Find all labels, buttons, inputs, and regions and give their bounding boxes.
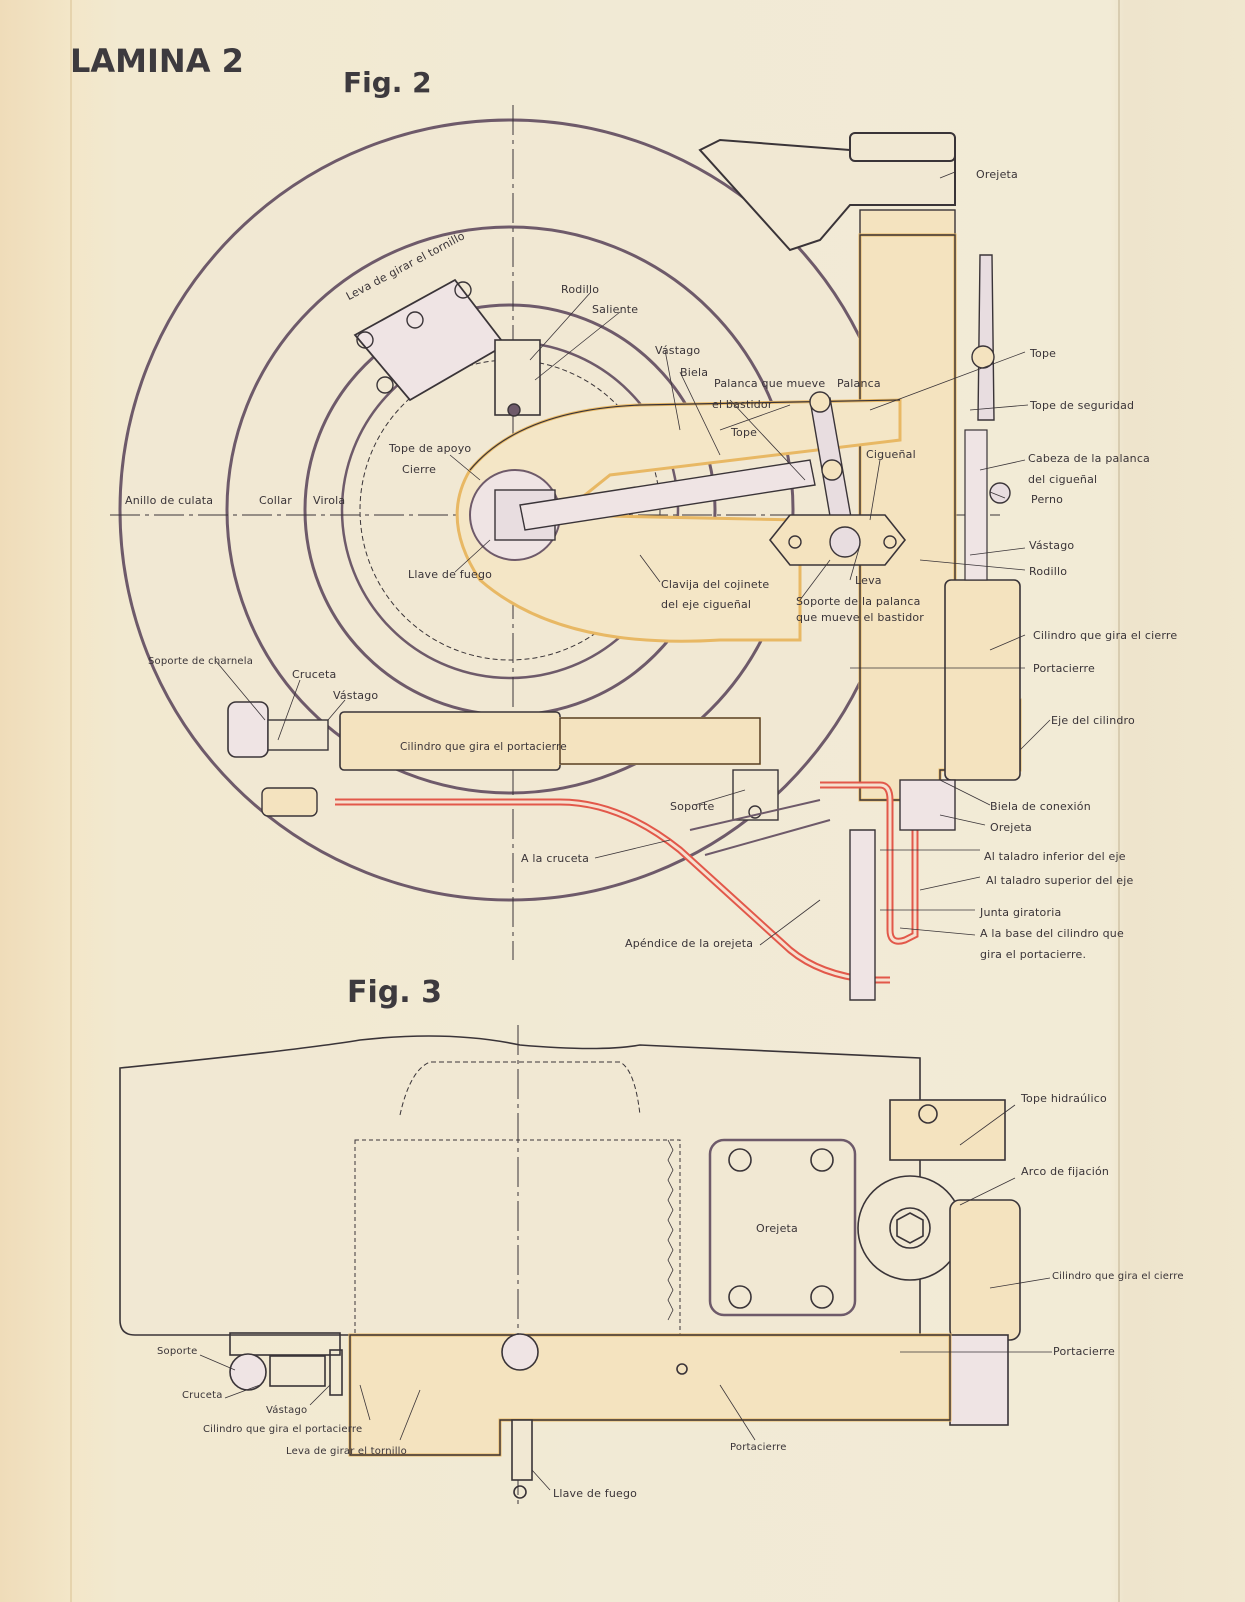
label-orejeta-fig3: Orejeta	[756, 1222, 798, 1235]
label-eje-cilindro: Eje del cilindro	[1051, 714, 1135, 727]
cilindro-cierre-fig3	[949, 1199, 1021, 1341]
cruceta-fig3	[269, 1355, 326, 1387]
label-cilindro-portacierre: Cilindro que gira el portacierre	[400, 741, 567, 753]
label-orejeta-low: Orejeta	[990, 821, 1032, 834]
label-cilindro-cierre: Cilindro que gira el cierre	[1033, 629, 1178, 642]
plate-title: LAMINA 2	[70, 42, 244, 80]
orejeta-plate	[708, 1138, 857, 1317]
label-soporte-charnela: Soporte de charnela	[148, 656, 254, 667]
label-cabeza-2: del cigueñal	[1028, 473, 1098, 486]
label-arco-fijacion: Arco de fijación	[1021, 1165, 1110, 1178]
orejeta-bracket	[698, 138, 956, 252]
label-biela-conexion: Biela de conexión	[990, 800, 1091, 813]
label-taladro-superior: Al taladro superior del eje	[986, 874, 1134, 887]
label-soporte-palanca-1: Soporte de la palanca	[796, 595, 921, 608]
label-el-bastidor: el bastidor	[712, 398, 773, 411]
label-saliente: Saliente	[592, 303, 639, 316]
label-tope-hidraulico: Tope hidraúlico	[1021, 1092, 1107, 1105]
label-tope-apoyo: Tope de apoyo	[389, 442, 472, 455]
tope-hidraulico-block	[889, 1099, 1006, 1161]
label-clavija-2: del eje cigueñal	[661, 598, 752, 611]
label-soporte: Soporte	[670, 800, 715, 813]
label-clavija-1: Clavija del cojinete	[661, 578, 770, 591]
label-tope-right: Tope	[1030, 347, 1057, 360]
label-cruceta: Cruceta	[292, 668, 337, 681]
biela-rod	[519, 459, 816, 531]
label-anillo-culata: Anillo de culata	[125, 494, 214, 507]
label-perno: Perno	[1031, 493, 1064, 506]
label-junta-giratoria: Junta giratoria	[980, 906, 1062, 919]
label-rodillo: Rodillo	[561, 283, 600, 296]
label-soporte-fig3: Soporte	[157, 1346, 198, 1357]
paper-fold	[1118, 0, 1120, 1602]
label-cilindro-portacierre-fig3: Cilindro que gira el portacierre	[203, 1424, 363, 1435]
label-ciguenal: Cigueñal	[866, 448, 916, 461]
label-vastago-fig3: Vástago	[266, 1405, 308, 1416]
collar-ring	[225, 225, 795, 795]
label-virola: Virola	[313, 494, 346, 507]
label-cilindro-cierre-fig3: Cilindro que gira el cierre	[1052, 1271, 1184, 1282]
leader-lines-fig3	[199, 1104, 1052, 1491]
figure-2-caption: Fig. 2	[343, 66, 432, 99]
label-vastago: Vástago	[655, 344, 701, 357]
label-palanca-mueve: Palanca que mueve	[714, 377, 826, 390]
label-cabeza-1: Cabeza de la palanca	[1028, 452, 1151, 465]
portacierre-lower	[348, 1333, 952, 1457]
rodillo-block	[494, 339, 541, 416]
label-vastago-left: Vástago	[333, 689, 379, 702]
label-llave-fuego: Llave de fuego	[408, 568, 493, 581]
label-base-cilindro-1: A la base del cilindro que	[980, 927, 1124, 940]
orejeta-lower	[849, 829, 876, 1001]
label-leva: Leva	[855, 574, 882, 587]
soporte-fig3	[229, 1353, 267, 1391]
figure-3-caption: Fig. 3	[347, 975, 442, 1010]
label-soporte-palanca-2: que mueve el bastidor	[796, 611, 925, 624]
label-base-cilindro-2: gira el portacierre.	[980, 948, 1087, 961]
cruceta-part	[267, 719, 329, 751]
label-leva-girar-fig3: Leva de girar el tornillo	[286, 1446, 407, 1457]
label-vastago-right: Vástago	[1029, 539, 1075, 552]
label-llave-fuego-fig3: Llave de fuego	[553, 1487, 638, 1500]
label-tope-mid: Tope	[731, 426, 758, 439]
label-portacierre-bottom: Portacierre	[730, 1442, 787, 1453]
label-a-cruceta: A la cruceta	[521, 852, 590, 865]
paper-fold	[70, 0, 72, 1602]
label-biela: Biela	[680, 366, 709, 379]
llave-fuego-fig3	[511, 1419, 533, 1481]
label-cierre: Cierre	[402, 463, 437, 476]
label-portacierre-right: Portacierre	[1053, 1345, 1115, 1358]
label-taladro-inferior: Al taladro inferior del eje	[984, 850, 1126, 863]
label-apendice-orejeta: Apéndice de la orejeta	[625, 937, 754, 950]
label-collar: Collar	[259, 494, 292, 507]
label-cruceta-fig3: Cruceta	[182, 1390, 223, 1401]
leader-lines	[214, 171, 1051, 946]
label-orejeta-top: Orejeta	[976, 168, 1018, 181]
label-palanca: Palanca	[837, 377, 881, 390]
label-portacierre: Portacierre	[1033, 662, 1095, 675]
arco-fijacion-disc	[857, 1175, 963, 1281]
label-tope-seguridad: Tope de seguridad	[1030, 399, 1135, 412]
label-rodillo-right: Rodillo	[1029, 565, 1068, 578]
